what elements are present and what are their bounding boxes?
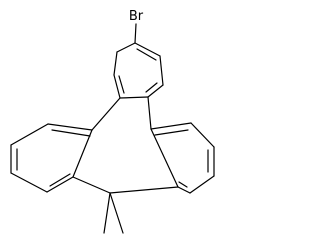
bond [150,122,192,130]
methyl-bond [103,192,111,234]
bond [10,123,49,146]
bond [147,96,152,130]
bond [145,82,158,93]
bond [189,175,215,194]
bond [10,172,48,193]
bond [109,186,179,194]
chemical-structure-diagram: Br [10,7,215,234]
bond [47,123,93,131]
bond [72,129,93,178]
bond [72,176,111,194]
bromine-label-background [125,7,147,23]
skeletal-bonds [10,23,215,234]
bond [190,122,215,148]
bond [51,129,91,137]
bond [49,173,71,187]
bromine-atom: Br [125,7,147,24]
bond [147,84,164,98]
bond [46,176,74,193]
bond [159,55,164,86]
bond [113,74,121,99]
carbon-bromine-bond [134,23,137,44]
bond [177,186,191,194]
bond [116,42,136,53]
bond [118,75,125,94]
bond [113,51,118,76]
bond [91,97,121,131]
bond [154,129,189,136]
bond [150,128,179,188]
methyl-bond [109,192,124,234]
bond [134,42,161,57]
bond [178,181,188,188]
bond [136,48,157,61]
bromine-label: Br [129,9,144,24]
bond [119,96,149,99]
